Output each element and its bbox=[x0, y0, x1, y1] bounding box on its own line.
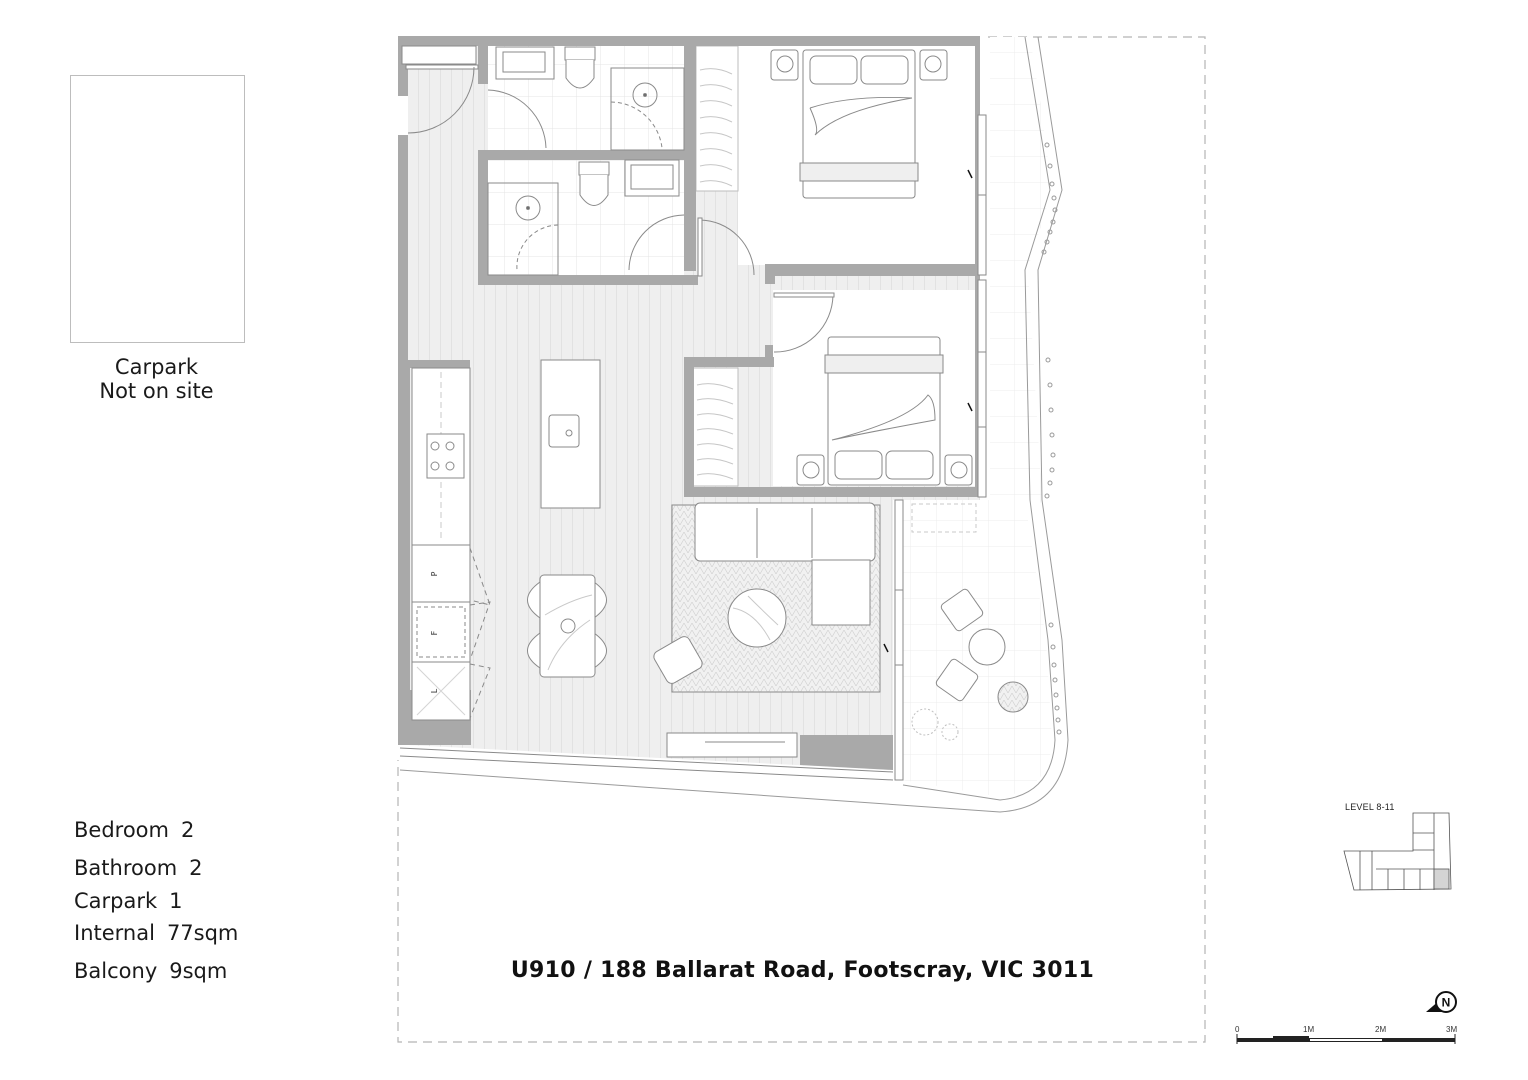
balcony-chair-icon bbox=[940, 588, 984, 632]
carpark-label-line2: Not on site bbox=[99, 379, 214, 403]
ensuite-shower-icon bbox=[610, 67, 685, 151]
bedroom-2-furniture bbox=[796, 336, 973, 486]
windows bbox=[894, 114, 987, 781]
plant-icon bbox=[911, 708, 939, 736]
coffee-table-icon bbox=[727, 588, 787, 648]
intercom-panel bbox=[401, 45, 477, 65]
spec-value: 2 bbox=[189, 856, 203, 880]
living-area bbox=[653, 502, 881, 758]
bedside-table-icon bbox=[796, 454, 825, 486]
spec-label: Bedroom bbox=[74, 818, 169, 842]
carpark-label-line1: Carpark bbox=[114, 355, 199, 379]
bathroom-door-arc bbox=[628, 214, 685, 271]
pantry-cabinet bbox=[411, 544, 471, 603]
spec-internal: Internal 77sqm bbox=[74, 921, 238, 945]
spec-value: 9sqm bbox=[169, 959, 228, 983]
spec-bathroom: Bathroom 2 bbox=[74, 856, 203, 880]
ensuite-door-arc bbox=[487, 89, 547, 149]
sofa-icon bbox=[694, 502, 876, 562]
laundry-label: L bbox=[430, 688, 439, 693]
fridge-cabinet bbox=[411, 601, 471, 663]
bathroom-shower-icon bbox=[487, 182, 559, 276]
spec-label: Balcony bbox=[74, 959, 158, 983]
balcony-chair-icon bbox=[935, 658, 979, 702]
spec-balcony: Balcony 9sqm bbox=[74, 959, 227, 983]
double-bed-icon bbox=[802, 49, 916, 199]
island-sink-icon bbox=[548, 414, 580, 448]
scale-tick-2m: 2M bbox=[1375, 1025, 1387, 1034]
robe-1 bbox=[695, 45, 739, 192]
balcony bbox=[399, 36, 1069, 813]
bedroom-2-door-arc bbox=[773, 294, 834, 353]
pantry-label: P bbox=[430, 571, 439, 576]
tv-unit-icon bbox=[666, 732, 798, 758]
double-bed-icon bbox=[827, 336, 941, 486]
scale-tick-1m: 1M bbox=[1303, 1025, 1315, 1034]
bedside-table-icon bbox=[944, 454, 973, 486]
dining-set bbox=[527, 574, 607, 678]
north-arrow-icon: N bbox=[1426, 991, 1457, 1013]
cooktop-icon bbox=[426, 433, 465, 479]
keyplan-level-label: LEVEL 8-11 bbox=[1345, 802, 1395, 812]
plant-icon bbox=[941, 723, 959, 741]
fridge-label: F bbox=[430, 630, 439, 635]
spec-label: Carpark bbox=[74, 889, 158, 913]
scale-bar bbox=[1236, 1034, 1456, 1044]
spec-value: 2 bbox=[180, 818, 195, 842]
bathroom-vanity-icon bbox=[624, 159, 680, 197]
carpark-label: Carpark Not on site bbox=[70, 355, 243, 403]
spec-carpark: Carpark 1 bbox=[74, 889, 183, 913]
bedside-table-icon bbox=[919, 49, 948, 81]
dining-table-icon bbox=[539, 574, 596, 678]
ensuite-toilet-icon bbox=[564, 46, 596, 61]
bedroom-1-furniture bbox=[770, 49, 948, 199]
spec-label: Bathroom bbox=[74, 856, 178, 880]
spec-value: 1 bbox=[169, 889, 183, 913]
bedside-table-icon bbox=[770, 49, 799, 81]
site-boundary-dashed bbox=[397, 36, 1206, 1043]
bedroom-1-door-arc bbox=[699, 219, 755, 276]
property-address: U910 / 188 Ballarat Road, Footscray, VIC… bbox=[510, 958, 1095, 983]
scale-tick-3m: 3M bbox=[1446, 1025, 1458, 1034]
robe-2 bbox=[692, 367, 739, 487]
keyplan-unit-highlight bbox=[1433, 868, 1450, 890]
key-plan bbox=[1343, 812, 1452, 891]
spec-bedroom: Bedroom 2 bbox=[74, 818, 194, 842]
kitchen bbox=[411, 359, 601, 721]
armchair-icon bbox=[653, 636, 703, 684]
entry-door bbox=[401, 45, 479, 134]
north-arrow: N bbox=[1424, 990, 1458, 1016]
bathroom-toilet-icon bbox=[578, 161, 610, 176]
carpark-placeholder-box bbox=[70, 75, 245, 343]
planter-icon bbox=[997, 681, 1029, 713]
north-label: N bbox=[1442, 996, 1451, 1010]
spec-value: 77sqm bbox=[166, 921, 239, 945]
balcony-table-icon bbox=[968, 628, 1006, 666]
scale-tick-0: 0 bbox=[1235, 1025, 1240, 1034]
spec-label: Internal bbox=[74, 921, 155, 945]
